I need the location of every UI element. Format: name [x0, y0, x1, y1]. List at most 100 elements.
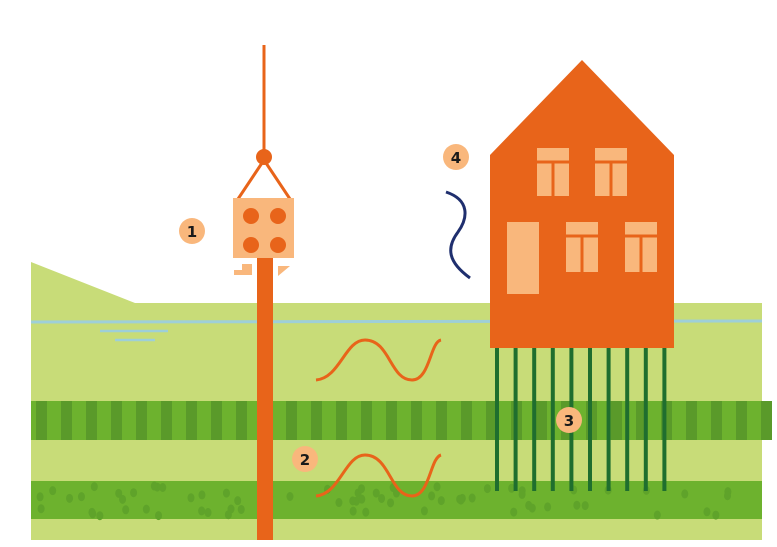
soil-stripe	[186, 401, 197, 440]
soil-dot	[130, 488, 138, 498]
soil-dot	[437, 496, 445, 506]
soil-dot	[142, 504, 150, 514]
foundation-pile	[662, 336, 667, 491]
window-frames	[537, 160, 657, 272]
soil-dot	[420, 506, 428, 516]
soil-dots	[36, 481, 732, 521]
foundation-pile	[513, 336, 518, 491]
hammer-bolt	[243, 237, 259, 253]
soil-dot	[198, 506, 206, 516]
soil-stripe	[436, 401, 447, 440]
hammer-bolt	[270, 208, 286, 224]
soil-dot	[681, 489, 689, 499]
soil-dot	[510, 507, 518, 517]
pile-driver	[233, 45, 294, 540]
soil-dot	[198, 490, 206, 500]
soil-stripe	[411, 401, 422, 440]
badge-3: 3	[556, 407, 582, 433]
soil-stripe	[736, 401, 747, 440]
soil-stripe	[161, 401, 172, 440]
hammer-bolt	[243, 208, 259, 224]
vibration-waves	[315, 190, 471, 498]
soil-stripe	[336, 401, 347, 440]
soil-dot	[234, 496, 242, 506]
soil-dot	[349, 496, 357, 506]
foundation-pile	[606, 336, 611, 491]
soil-stripe	[111, 401, 122, 440]
soil-dot	[89, 509, 97, 519]
vibration-wave	[315, 453, 442, 498]
hammer-foot	[278, 266, 290, 276]
soil-dot	[573, 500, 581, 510]
svg-text:2: 2	[300, 451, 310, 469]
soil-dot	[528, 503, 536, 513]
foundation-pile	[643, 336, 648, 491]
soil-dot	[96, 511, 104, 521]
soil-stripe	[661, 401, 672, 440]
soil-dot	[37, 504, 45, 514]
soil-stripe	[36, 401, 47, 440]
soil-dot	[433, 482, 441, 492]
soil-dot	[378, 493, 386, 503]
soil-dot	[77, 492, 85, 502]
soil-dot	[508, 483, 516, 493]
foundation-pile	[532, 336, 537, 491]
soil-dot	[518, 489, 526, 499]
soil-stripe	[136, 401, 147, 440]
soil-dot	[187, 493, 195, 503]
foundation-pile	[550, 336, 555, 491]
soil-stripe	[761, 401, 772, 440]
soil-stripe	[461, 401, 472, 440]
hammer-foot	[234, 264, 252, 275]
foundation-pile	[495, 336, 499, 491]
soil-dot	[224, 510, 232, 520]
soil-stripe	[636, 401, 647, 440]
soil-dot	[428, 491, 436, 501]
house-body	[490, 60, 674, 348]
svg-text:1: 1	[187, 223, 197, 241]
soil-stripe	[711, 401, 722, 440]
soil-dot	[49, 486, 57, 496]
soil-dot	[544, 502, 552, 512]
vibration-wave	[315, 338, 442, 382]
soil-dot	[150, 481, 158, 491]
pile-rod	[257, 258, 273, 540]
house	[490, 60, 674, 491]
soil-dot	[387, 498, 395, 508]
soil-dot	[457, 495, 465, 505]
soil-dot	[703, 507, 711, 517]
soil-dot	[468, 493, 476, 503]
soil-dot	[66, 493, 74, 503]
number-badges: 1 2 3 4	[179, 144, 582, 472]
soil-dot	[119, 494, 127, 504]
soil-dot	[204, 508, 212, 518]
badge-2: 2	[292, 446, 318, 472]
badge-4: 4	[443, 144, 469, 170]
pulley	[256, 149, 272, 165]
soil-dot	[335, 498, 343, 508]
soil-stripe	[686, 401, 697, 440]
soil-stripe	[236, 401, 247, 440]
svg-text:3: 3	[564, 412, 574, 430]
soil-dot	[362, 507, 370, 517]
soil-stripe	[211, 401, 222, 440]
soil-stripe	[486, 401, 497, 440]
soil-dot	[222, 488, 230, 498]
badge-1: 1	[179, 218, 205, 244]
hammer-bolt	[270, 237, 286, 253]
soil-stripe	[86, 401, 97, 440]
soil-dot	[159, 483, 167, 493]
soil-dot	[358, 494, 366, 504]
soil-dot	[653, 510, 661, 520]
door	[507, 222, 539, 294]
foundation-pile	[625, 336, 630, 491]
soil-dot	[90, 482, 98, 492]
soil-dot	[581, 501, 589, 511]
soil-stripe	[311, 401, 322, 440]
foundation-pile	[588, 336, 592, 491]
soil-dot	[286, 492, 294, 502]
soil-dot	[155, 511, 163, 521]
soil-stripe	[611, 401, 622, 440]
svg-text:4: 4	[451, 149, 461, 167]
